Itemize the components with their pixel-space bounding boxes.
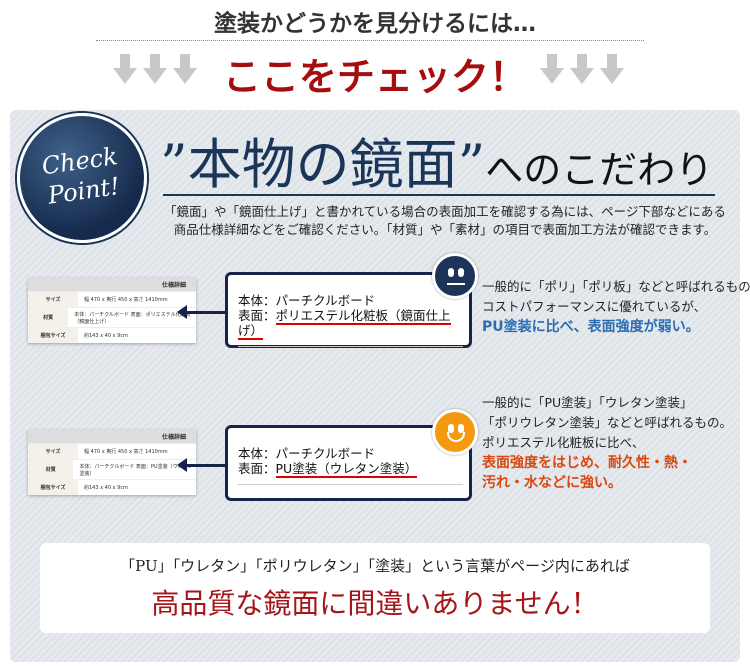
spec-row: 材質本体：パーチクルボード 表面：ポリエステル化粧板（鏡面仕上げ）	[28, 307, 196, 327]
note-line: 「ポリウレタン塗装」などと呼ばれるもの。	[482, 415, 733, 430]
surface-label: 表面：	[238, 461, 276, 476]
spec-key: サイズ	[28, 444, 78, 459]
spec-key: 材質	[28, 460, 74, 479]
spec-row: 材質本体：パーチクルボード 表面：PU塗装（ウレタン塗装）	[28, 459, 196, 479]
note-line: 一般的に「ポリ」「ポリ板」などと呼ばれるもの。	[482, 279, 750, 294]
spec-key: サイズ	[28, 292, 78, 307]
lead-heading: 塗装かどうかを見分けるには…	[214, 11, 536, 37]
note-line: 一般的に「PU塗装」「ウレタン塗装」	[482, 395, 693, 410]
section-title: ”本物の鏡面”へのこだわり	[160, 120, 713, 199]
spec-value: 本体：パーチクルボード 表面：PU塗装（ウレタン塗装）	[79, 463, 193, 477]
note-line: ポリエステル化粧板に比べ、	[482, 435, 645, 450]
material-callout: 本体：パーチクルボード 表面：PU塗装（ウレタン塗装）	[225, 425, 472, 501]
spec-value: 幅 470 x 奥行 450 x 高さ 1410mm	[84, 297, 168, 303]
note-pu: 一般的に「PU塗装」「ウレタン塗装」 「ポリウレタン塗装」などと呼ばれるもの。 …	[482, 393, 732, 493]
spec-table: 仕様詳細 サイズ幅 470 x 奥行 450 x 高さ 1410mm 材質本体：…	[28, 430, 196, 495]
down-arrow-icon	[113, 54, 137, 86]
body-value: パーチクルボード	[275, 446, 376, 461]
conclusion-line2: 高品質な鏡面に間違いありません！	[151, 587, 599, 620]
check-heading: ここをチェック！	[222, 55, 527, 99]
down-arrow-icon	[600, 54, 624, 86]
spec-value: 本体：パーチクルボード 表面：ポリエステル化粧板（鏡面仕上げ）	[74, 311, 191, 325]
down-arrows-right	[540, 54, 624, 86]
title-underline	[163, 194, 715, 196]
note-strong: 汚れ・水などに強い。	[482, 475, 622, 491]
title-main: ”本物の鏡面”	[160, 133, 486, 196]
conclusion-line1: 「PU」「ウレタン」「ポリウレタン」「塗装」という言葉がページ内にあれば	[120, 557, 630, 575]
note-line: コストパフォーマンスに優れているが、	[482, 299, 707, 314]
down-arrow-icon	[143, 54, 167, 86]
body-label: 本体：	[238, 446, 276, 461]
material-callout: 本体：パーチクルボード 表面：ポリエステル化粧板（鏡面仕上げ）	[225, 272, 472, 348]
conclusion-box: 「PU」「ウレタン」「ポリウレタン」「塗装」という言葉がページ内にあれば 高品質…	[40, 543, 710, 633]
pointer-arrow-icon	[177, 305, 225, 319]
spec-key: 梱包サイズ	[28, 480, 78, 495]
neutral-face-icon	[432, 253, 478, 299]
down-arrow-icon	[540, 54, 564, 86]
surface-value: ポリエステル化粧板（鏡面仕上げ）	[238, 308, 451, 340]
spec-table: 仕様詳細 サイズ幅 470 x 奥行 450 x 高さ 1410mm 材質本体：…	[28, 278, 196, 343]
spec-value: 幅 470 x 奥行 450 x 高さ 1410mm	[84, 449, 168, 455]
down-arrow-icon	[570, 54, 594, 86]
spec-row: サイズ幅 470 x 奥行 450 x 高さ 1410mm	[28, 443, 196, 459]
description: 「鏡面」や「鏡面仕上げ」と書かれている場合の表面加工を確認する為には、ページ下部…	[164, 204, 726, 237]
note-strong: PU塗装に比べ、表面強度が弱い。	[482, 319, 700, 335]
title-sub: へのこだわり	[485, 148, 714, 192]
surface-label: 表面：	[238, 308, 276, 323]
body-value: パーチクルボード	[275, 293, 376, 308]
down-arrows-left	[113, 54, 197, 86]
smile-face-icon	[432, 409, 478, 455]
down-arrow-icon	[173, 54, 197, 86]
spec-header: 仕様詳細	[28, 278, 196, 291]
spec-row: サイズ幅 470 x 奥行 450 x 高さ 1410mm	[28, 291, 196, 307]
pointer-arrow-icon	[177, 458, 225, 472]
divider	[96, 40, 644, 41]
spec-header: 仕様詳細	[28, 430, 196, 443]
spec-key: 材質	[28, 308, 69, 327]
spec-row: 梱包サイズ約143 x 40 x 9cm	[28, 327, 196, 343]
spec-value: 約143 x 40 x 9cm	[84, 485, 128, 491]
spec-value: 約143 x 40 x 9cm	[84, 333, 128, 339]
spec-key: 梱包サイズ	[28, 328, 78, 343]
surface-value: PU塗装（ウレタン塗装）	[275, 461, 418, 478]
body-label: 本体：	[238, 293, 276, 308]
note-poly: 一般的に「ポリ」「ポリ板」などと呼ばれるもの。 コストパフォーマンスに優れている…	[482, 277, 750, 337]
spec-row: 梱包サイズ約143 x 40 x 9cm	[28, 479, 196, 495]
note-strong: 表面強度をはじめ、耐久性・熱・	[482, 455, 692, 471]
